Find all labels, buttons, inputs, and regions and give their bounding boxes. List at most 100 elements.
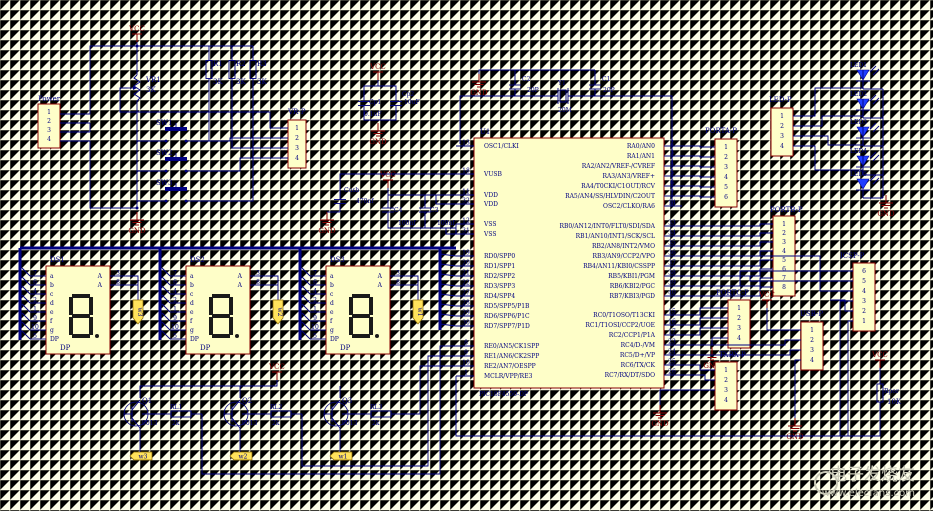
mcu-pin-num: 36 bbox=[668, 250, 676, 257]
display-pin-num: 2 bbox=[33, 297, 37, 304]
segment bbox=[72, 314, 90, 318]
switch-node bbox=[184, 199, 188, 203]
gnd-label: GND bbox=[128, 227, 146, 235]
mcu-pin-num: 4 bbox=[670, 160, 674, 167]
mcu-pin-label: RA4/T0CKI/C1OUT/RCV bbox=[581, 183, 655, 190]
icsp-header-pin-num: 5 bbox=[862, 278, 866, 285]
display-pin-label: d bbox=[330, 300, 334, 307]
display-pin-label: A bbox=[97, 282, 103, 289]
mcu-pin-label: RE0/AN5/CK1SPP bbox=[484, 343, 539, 350]
mcu-pin-num: 11 bbox=[462, 189, 470, 196]
wire-portc bbox=[682, 317, 728, 326]
gnd-label: GND bbox=[318, 227, 336, 235]
net-label-w1 bbox=[412, 299, 424, 325]
display-pin-num: 4 bbox=[173, 288, 177, 295]
mcu-pin-label: VSS bbox=[483, 231, 496, 238]
wire-icsp-gnd bbox=[839, 300, 853, 436]
switch-sw2-cap bbox=[165, 157, 187, 161]
crystal-y1-ref: Y1 bbox=[557, 80, 566, 87]
display-pin-num: 1 bbox=[173, 306, 177, 313]
resistor-ref: RL2 bbox=[270, 404, 283, 411]
segment bbox=[349, 297, 353, 315]
resistor-value: 3K bbox=[257, 78, 267, 86]
display-pin-label: c bbox=[190, 291, 194, 298]
wire-rpor bbox=[848, 418, 881, 437]
mcu-pin-num: 40 bbox=[668, 290, 676, 297]
power-header-pin-num: 2 bbox=[47, 118, 51, 125]
wire-portb bbox=[682, 223, 773, 227]
wire-re2 bbox=[402, 365, 456, 415]
segment bbox=[229, 317, 233, 335]
cap-cusb-value: 470nf bbox=[356, 198, 374, 205]
bus-entry-mcu bbox=[439, 253, 457, 257]
bus-entry bbox=[161, 285, 171, 295]
display-pin-num: 5 bbox=[313, 333, 317, 340]
segment bbox=[209, 297, 213, 315]
display-pin-label: c bbox=[330, 291, 334, 298]
display-pin-label: c bbox=[50, 291, 54, 298]
portc-header-ref: PORTC-P bbox=[716, 289, 749, 297]
led-ref: LED1 bbox=[850, 62, 867, 69]
cap-c2-ref: C2 bbox=[522, 76, 531, 83]
display-pin-num: 6 bbox=[33, 279, 37, 286]
mcu-pin-num: 29 bbox=[462, 310, 470, 317]
segment bbox=[369, 297, 373, 315]
mcu-pin-label: RA2/AN2/VREF-/CVREF bbox=[582, 163, 655, 170]
display-pin-label: A bbox=[237, 273, 243, 280]
porta-header-pin-num: 1 bbox=[724, 144, 728, 151]
porta-header-pin-num: 3 bbox=[724, 164, 728, 171]
mcu-pin-num: 31 bbox=[462, 228, 470, 235]
mcu-pin-num: 8 bbox=[464, 340, 468, 347]
display-pin-num: 10 bbox=[31, 324, 39, 331]
usb-header-pin-num: 1 bbox=[810, 327, 814, 334]
display-pin-num: 2 bbox=[173, 297, 177, 304]
bus-entry-mcu bbox=[439, 303, 457, 307]
mcu-pin-label: RB7/KBI3/PGD bbox=[609, 293, 655, 300]
resistor-ref: RL1 bbox=[170, 404, 182, 411]
mcu-pin-label: RA0/AN0 bbox=[627, 143, 655, 150]
vr1-arrow bbox=[133, 86, 137, 90]
led-ray bbox=[872, 97, 880, 105]
display-pin-num: 9 bbox=[313, 315, 317, 322]
transistor-collector bbox=[231, 399, 241, 411]
usb-header-ref: USB-P bbox=[800, 310, 823, 318]
resistor-rpor-value: 10K bbox=[887, 398, 902, 406]
segment bbox=[352, 294, 370, 298]
mcu-pin-label: RC1/T1OSI/CCP2/UOE bbox=[585, 322, 655, 329]
wire bbox=[711, 337, 728, 345]
segment bbox=[212, 314, 230, 318]
mcu-pin-num: 25 bbox=[668, 359, 676, 366]
bus-entry-mcu bbox=[439, 313, 457, 317]
wire-cp bbox=[378, 85, 397, 95]
led-ref: LED2 bbox=[850, 91, 867, 98]
transistor-ref: Q3 bbox=[342, 397, 352, 405]
vr-header-pin-num: 1 bbox=[295, 125, 299, 132]
mcu-pin-num: 28 bbox=[462, 300, 470, 307]
power-header-ref: Power bbox=[38, 95, 61, 103]
vcc-label: VCC bbox=[871, 351, 888, 359]
wire-portb bbox=[682, 259, 773, 267]
display-pin-num: 8 bbox=[396, 279, 400, 286]
display-pin-label: a bbox=[50, 273, 54, 280]
bus-entry bbox=[21, 330, 31, 340]
vr1-ref: VR1 bbox=[145, 76, 161, 84]
resistor-ref: R1 bbox=[213, 60, 223, 68]
net-label-text: w1 bbox=[339, 454, 348, 461]
transistor-emitter bbox=[131, 417, 141, 429]
txrx-header-pin-num: 4 bbox=[724, 397, 728, 404]
cap-c3-value: 100nf bbox=[437, 220, 455, 227]
mcu-pin-num: 27 bbox=[462, 290, 470, 297]
display-pin-label: A bbox=[377, 273, 383, 280]
power-header-pin-num: 4 bbox=[47, 136, 51, 143]
led-ref: LED3 bbox=[850, 119, 867, 126]
mcu-pin-label: RB0/AN12/INT0/FLT0/SDI/SDA bbox=[559, 223, 655, 230]
display-pin-label: DP bbox=[190, 336, 199, 343]
mcu-pin-label: MCLR/VPP/RE3 bbox=[484, 373, 533, 380]
usb-header-pin-num: 3 bbox=[810, 347, 814, 354]
wire-sw2 bbox=[192, 157, 288, 172]
net-label-w2 bbox=[229, 451, 253, 461]
mcu-pin-num: 33 bbox=[668, 220, 676, 227]
mcu-pin-label: RB6/KBI2/PGC bbox=[610, 283, 656, 290]
net-label-text: w3 bbox=[136, 308, 143, 317]
vcc-label: VCC bbox=[369, 63, 386, 71]
